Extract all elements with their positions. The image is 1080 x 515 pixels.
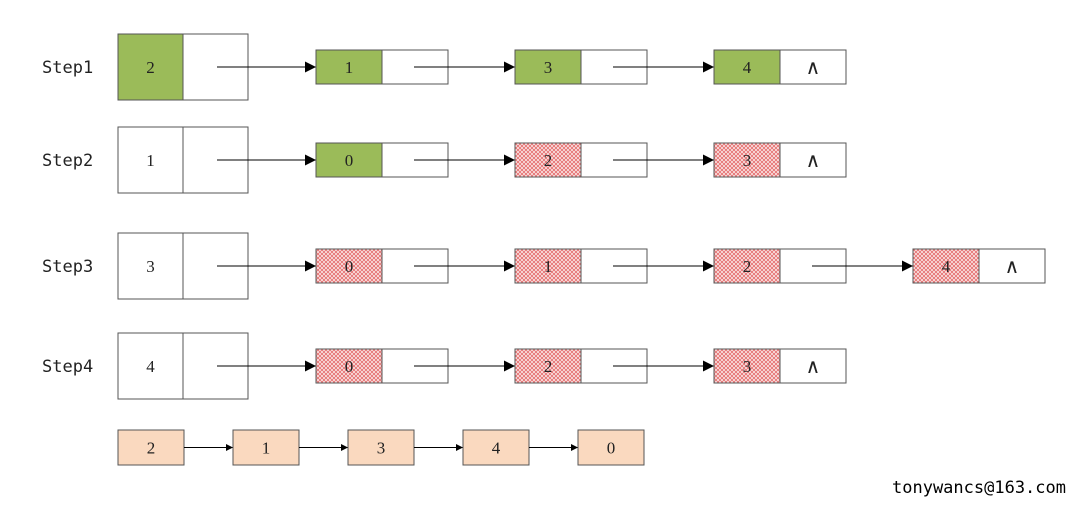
step-label: Step1 (42, 58, 93, 78)
order-value: 2 (147, 439, 156, 458)
node-value-cell (912, 248, 980, 284)
node-value: 0 (345, 357, 354, 376)
step-label: Step2 (42, 151, 93, 171)
node-value: 3 (544, 58, 553, 77)
node-value: 2 (544, 151, 553, 170)
node-next-cell (779, 142, 847, 178)
order-value: 3 (377, 439, 386, 458)
step-label: Step4 (42, 357, 93, 377)
node-value: 2 (743, 257, 752, 276)
adjacency-row: Step3 3 0 1 2 4 ∧ (42, 232, 1046, 300)
node-value: 4 (743, 58, 752, 77)
head-vertex-cell (117, 33, 184, 101)
node-value-cell (315, 49, 383, 85)
node-value: 4 (942, 257, 951, 276)
adjacency-row: Step4 4 0 2 3 ∧ (42, 332, 847, 400)
node-value-cell (315, 142, 383, 178)
adjacency-row: Step2 1 0 2 3 ∧ (42, 126, 847, 194)
node-value-cell (514, 348, 582, 384)
head-vertex-cell (117, 232, 184, 300)
head-vertex-value: 1 (146, 151, 155, 170)
node-value: 0 (345, 151, 354, 170)
order-value: 0 (607, 439, 616, 458)
node-value-cell (514, 142, 582, 178)
node-next-cell (779, 348, 847, 384)
node-value: 1 (345, 58, 354, 77)
node-value: 0 (345, 257, 354, 276)
head-vertex-value: 3 (146, 257, 155, 276)
head-vertex-value: 2 (146, 58, 155, 77)
head-vertex-cell (117, 126, 184, 194)
order-value: 1 (262, 439, 271, 458)
null-pointer-symbol: ∧ (806, 55, 821, 79)
node-value-cell (315, 248, 383, 284)
order-box (577, 429, 645, 466)
node-value: 1 (544, 257, 553, 276)
order-box (117, 429, 185, 466)
head-vertex-value: 4 (146, 357, 155, 376)
node-value-cell (713, 248, 781, 284)
node-next-cell (978, 248, 1046, 284)
null-pointer-symbol: ∧ (806, 354, 821, 378)
adjacency-row: Step1 2 1 3 4 ∧ (42, 33, 847, 101)
order-value: 4 (492, 439, 501, 458)
head-vertex-cell (117, 332, 184, 400)
null-pointer-symbol: ∧ (1005, 254, 1020, 278)
null-pointer-symbol: ∧ (806, 148, 821, 172)
order-box (462, 429, 530, 466)
step-label: Step3 (42, 257, 93, 277)
node-value: 3 (743, 357, 752, 376)
node-value: 3 (743, 151, 752, 170)
node-value-cell (315, 348, 383, 384)
node-value: 2 (544, 357, 553, 376)
order-box (347, 429, 415, 466)
author-email: tonywancs@163.com (892, 478, 1066, 498)
node-value-cell (713, 348, 781, 384)
node-next-cell (779, 49, 847, 85)
